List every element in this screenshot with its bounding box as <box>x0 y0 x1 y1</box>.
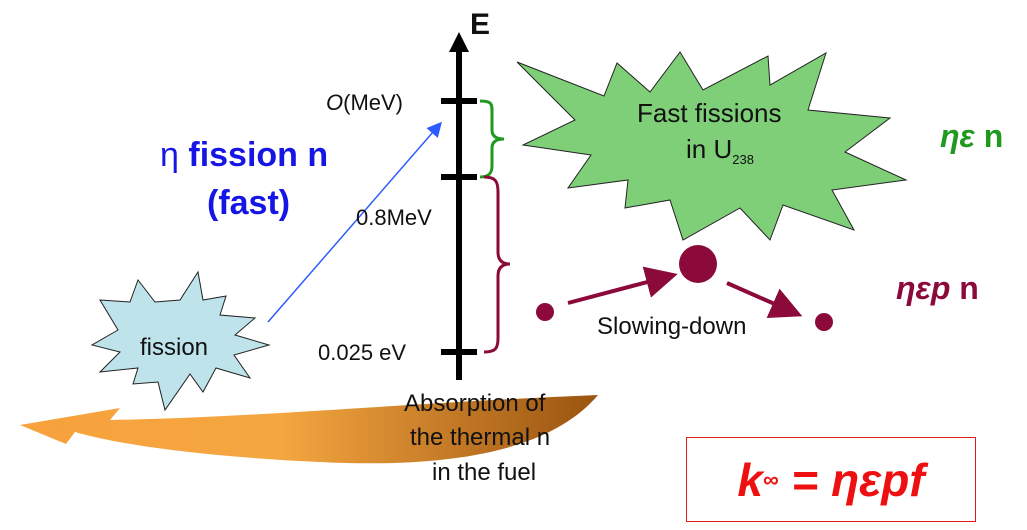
eta-epsilon-symbol: ηε <box>940 118 975 154</box>
absorption-line3: in the fuel <box>432 459 537 486</box>
formula-k: k <box>737 453 763 506</box>
absorption-line1: Absorption of <box>404 390 546 417</box>
fast-neutron-arrow <box>267 121 442 323</box>
fast-fissions-star <box>516 51 908 241</box>
green-brace <box>479 99 505 179</box>
eta-epsilon-p-unit: n <box>950 270 979 306</box>
eta-epsilon-p-symbol: ηεp <box>896 270 951 306</box>
cycle-arrow <box>20 395 598 464</box>
maroon-brace <box>483 175 511 354</box>
eta-fission-label: η fission n <box>160 138 328 172</box>
formula-box: k∞ = ηεpf <box>686 437 976 522</box>
neutron-dot-right <box>815 313 833 331</box>
eta-epsilon-p-label: ηεp n <box>896 272 979 304</box>
multiplication-factor-formula: k∞ = ηεpf <box>687 438 975 521</box>
fast-fissions-element: in U <box>686 134 733 164</box>
fast-label: (fast) <box>207 184 291 222</box>
level-label-mev-italic: O <box>326 90 344 115</box>
slowing-down-label: Slowing-down <box>597 313 747 340</box>
eta-fission-text: fission n <box>178 136 329 174</box>
energy-axis-label: E <box>470 8 491 41</box>
fission-star <box>90 270 271 412</box>
fission-star-label: fission <box>140 334 209 361</box>
formula-rest: = ηεpf <box>778 453 925 506</box>
energy-axis-arrowhead <box>449 32 469 52</box>
level-label-thermal: 0.025 eV <box>318 340 407 365</box>
eta-epsilon-label: ηε n <box>940 120 1003 152</box>
neutron-dot-left <box>536 303 554 321</box>
slowing-arrow-1 <box>567 266 678 305</box>
formula-infinity-subscript: ∞ <box>762 466 779 492</box>
fast-fissions-subscript: 238 <box>732 152 754 167</box>
neutron-dot-center <box>679 245 717 283</box>
fast-fissions-line1: Fast fissions <box>637 98 782 128</box>
level-label-mev-rest: (MeV) <box>343 90 404 115</box>
eta-symbol: η <box>160 136 179 174</box>
level-label-mev: O(MeV) <box>326 92 403 114</box>
absorption-line2: the thermal n <box>410 424 551 451</box>
eta-epsilon-unit: n <box>974 118 1004 154</box>
fast-fissions-line2: in U238 <box>686 134 754 166</box>
level-label-08mev: 0.8MeV <box>356 205 432 230</box>
slowing-arrow-2 <box>726 281 803 318</box>
